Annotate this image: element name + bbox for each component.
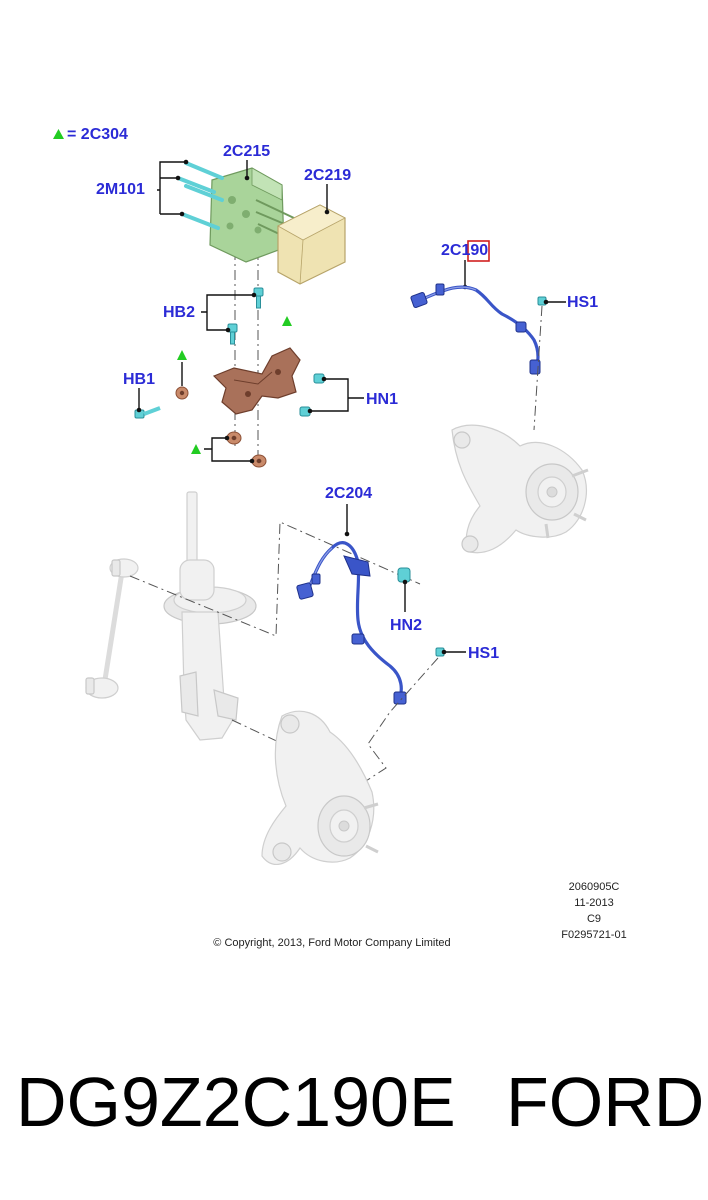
sensor-connector-2C204 [296,573,321,600]
mounting-bracket [212,347,301,415]
wheel-speed-sensor-rear-group: 2C190 HS1 [410,240,598,554]
callout-HB2: HB2 [163,304,195,321]
info-line-2: 11-2013 [574,897,614,909]
callout-2C219: 2C219 [304,167,351,184]
triangle-marker-grommets [191,444,201,454]
callout-HS1-top: HS1 [567,294,598,311]
callout-2M101: 2M101 [96,181,145,198]
triangle-marker-icon [53,129,64,139]
copyright-text: © Copyright, 2013, Ford Motor Company Li… [213,937,450,949]
hydraulic-unit [209,167,295,263]
callout-HB1: HB1 [123,371,155,388]
control-module [277,204,346,285]
legend: = 2C304 [53,126,128,143]
bolt-hb2-upper [253,287,264,309]
brake-line-fittings [176,161,224,230]
grommet-lower-left [226,431,242,445]
info-line-4: F0295721-01 [561,929,626,941]
front-strut [163,491,257,741]
bracket-group: HB2 HB1 HN1 [123,287,398,468]
harness-bracket-2C204 [343,555,371,577]
callout-2C215: 2C215 [223,143,270,160]
stabilizer-link [85,558,139,699]
info-line-1: 2060905C [569,881,620,893]
info-line-3: C9 [587,913,601,925]
callout-2C190: 2C190 [441,242,488,259]
wheel-speed-sensor-front-group: 2C204 HN2 HS1 [231,485,499,865]
callout-HN1: HN1 [366,391,398,408]
bolt-hb2-lower [227,323,238,345]
highlight-box-2C190 [467,240,490,262]
brand-name: FORD [506,1063,705,1141]
legend-text: = 2C304 [67,126,128,143]
sensor-connector-2C190 [410,283,445,308]
triangle-marker-hb1 [177,350,187,360]
part-number: DG9Z2C190E [16,1063,456,1141]
grommet-hb1 [175,386,189,400]
callout-HS1-bottom: HS1 [468,645,499,662]
title-row: DG9Z2C190E FORD [0,1050,708,1160]
callout-2C204: 2C204 [325,485,372,502]
front-knuckle [261,710,379,865]
rear-knuckle [451,424,589,554]
triangle-marker-hn1 [282,316,292,326]
front-suspension-group [85,491,421,741]
nut-hn2 [397,567,411,583]
callout-HN2: HN2 [390,617,422,634]
info-block: 2060905C 11-2013 C9 F0295721-01 [561,881,626,941]
abs-module-group: 2M101 2C215 2C219 [96,143,351,470]
